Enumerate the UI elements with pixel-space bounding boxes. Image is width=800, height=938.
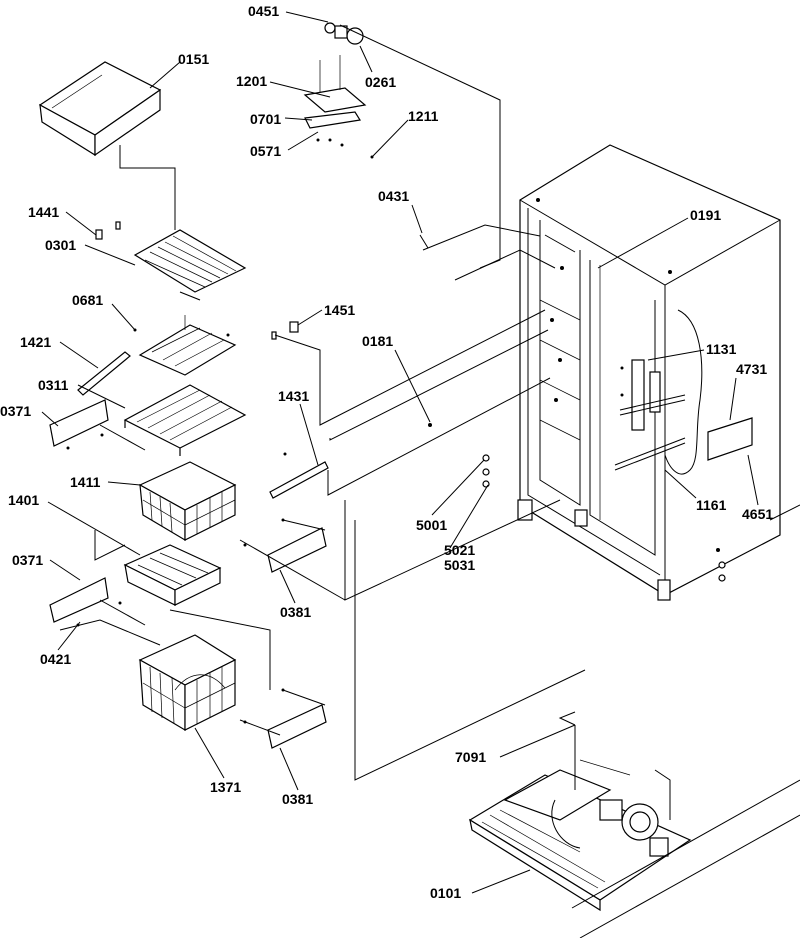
- shelf-0301: [133, 229, 247, 301]
- callout-0681: 0681: [72, 292, 103, 308]
- callout-1211: 1211: [408, 108, 439, 124]
- floor-line-1: [571, 779, 800, 909]
- pan-0151: [38, 61, 162, 157]
- callout-4651: 4651: [742, 506, 773, 522]
- rail-0371-upper: [49, 399, 109, 447]
- basket-1411: [138, 461, 237, 542]
- rail-1431: [269, 461, 329, 499]
- callout-1411: 1411: [70, 474, 101, 490]
- callout-0371-upper: 0371: [0, 403, 31, 419]
- basket-1401: [123, 544, 222, 606]
- basket-1371: [138, 634, 237, 732]
- callout-0301: 0301: [45, 237, 76, 253]
- callout-5031: 5031: [444, 557, 475, 573]
- rail-0371-lower: [49, 577, 109, 623]
- callout-0451: 0451: [248, 3, 279, 19]
- callout-1201: 1201: [236, 73, 267, 89]
- callout-0261: 0261: [365, 74, 396, 90]
- callout-1431: 1431: [278, 388, 309, 404]
- control-light-assembly: [303, 22, 374, 159]
- callout-0151: 0151: [178, 51, 209, 67]
- floor-line-2: [579, 814, 800, 938]
- callout-4731: 4731: [736, 361, 767, 377]
- clip-1451: [289, 321, 299, 333]
- callout-1451: 1451: [324, 302, 355, 318]
- callout-1371: 1371: [210, 779, 241, 795]
- cabinet-body: [517, 144, 781, 601]
- callout-0311: 0311: [38, 377, 69, 393]
- callout-0571: 0571: [250, 143, 281, 159]
- callout-1421: 1421: [20, 334, 51, 350]
- callout-0101: 0101: [430, 885, 461, 901]
- callout-leaders: [41, 11, 759, 894]
- callout-0381-lower: 0381: [282, 791, 313, 807]
- callout-0371-lower: 0371: [12, 552, 43, 568]
- callout-1401: 1401: [8, 492, 39, 508]
- shelf-0311: [123, 384, 247, 456]
- callout-1131: 1131: [706, 341, 737, 357]
- callout-0181: 0181: [362, 333, 393, 349]
- rail-1421: [77, 351, 131, 396]
- callout-0381-upper: 0381: [280, 604, 311, 620]
- callout-1441: 1441: [28, 204, 59, 220]
- drain-tube: [664, 309, 703, 475]
- hinge-bracket-assembly: [614, 359, 686, 471]
- leader-routing-lines: [59, 145, 586, 781]
- callout-7091: 7091: [455, 749, 486, 765]
- callout-1161: 1161: [696, 497, 727, 513]
- callout-0701: 0701: [250, 111, 281, 127]
- floor-line-3: [769, 504, 800, 521]
- panel-4731: [707, 417, 753, 461]
- callout-labels: 0451 0261 0151 1201 0701 0571 1211 0431 …: [0, 3, 773, 901]
- callout-5021: 5021: [444, 542, 475, 558]
- rail-0381-lower: [267, 704, 327, 749]
- callout-0431: 0431: [378, 188, 409, 204]
- callout-0191: 0191: [690, 207, 721, 223]
- clip-1441: [95, 229, 103, 240]
- callout-5001: 5001: [416, 517, 447, 533]
- callout-0421: 0421: [40, 651, 71, 667]
- machine-compartment-0101: [468, 725, 692, 912]
- rail-0381-upper: [267, 527, 327, 573]
- shelf-0681: [138, 315, 237, 376]
